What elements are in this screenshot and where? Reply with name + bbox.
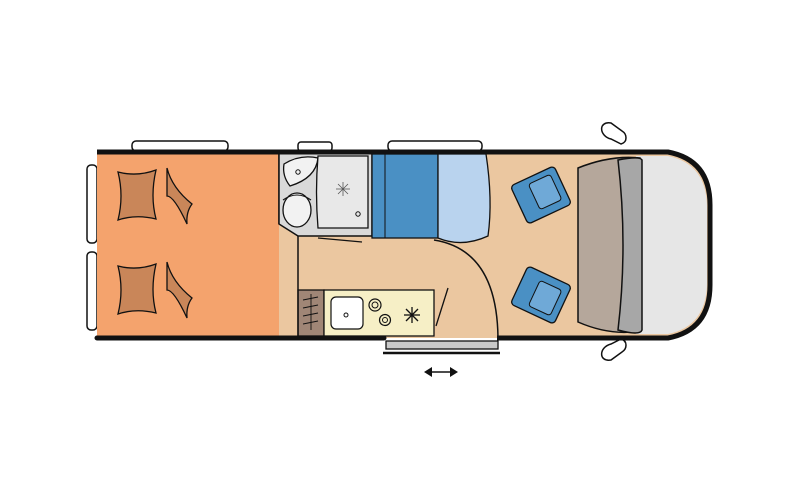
- hob-burner-small: [378, 313, 392, 327]
- sliding-door-step: [385, 340, 499, 350]
- mirror-bottom: [600, 338, 627, 361]
- hob-burner-large-inner: [371, 301, 379, 309]
- snowflake-icon: [404, 307, 420, 323]
- rear-window-upper: [86, 164, 98, 244]
- cab-seat-passenger: [511, 166, 571, 224]
- sink-drain: [343, 312, 349, 318]
- hob-burner-large: [368, 298, 382, 312]
- double-arrow-icon: [424, 367, 458, 377]
- bench-rear-seat: [437, 153, 491, 244]
- outer-walls: [94, 149, 713, 341]
- pillow-upper-left: [117, 168, 157, 221]
- pillow-upper-right: [166, 167, 193, 225]
- rear-window-lower: [86, 251, 98, 331]
- shower-tray: [315, 155, 369, 229]
- hob-burner-small-inner: [382, 317, 388, 323]
- mirror-top: [600, 122, 627, 145]
- pillow-lower-right: [166, 261, 193, 319]
- bench-rear-backrest: [371, 153, 439, 239]
- shower-outlet: [355, 211, 361, 217]
- cab-seat-driver: [511, 266, 571, 324]
- entrance-door-swing: [433, 239, 499, 339]
- bathroom-door: [317, 237, 363, 243]
- dashboard-inner: [617, 157, 643, 334]
- washbasin: [282, 156, 319, 187]
- toilet: [282, 192, 312, 228]
- wardrobe-hanger-marks: [302, 294, 319, 330]
- pillow-lower-left: [117, 262, 157, 315]
- shower-drain-icon: [336, 182, 350, 196]
- toilet-tank: [282, 194, 312, 201]
- entrance-door-leaf: [435, 287, 449, 327]
- cab-front: [636, 156, 707, 334]
- washbasin-drain: [295, 169, 301, 175]
